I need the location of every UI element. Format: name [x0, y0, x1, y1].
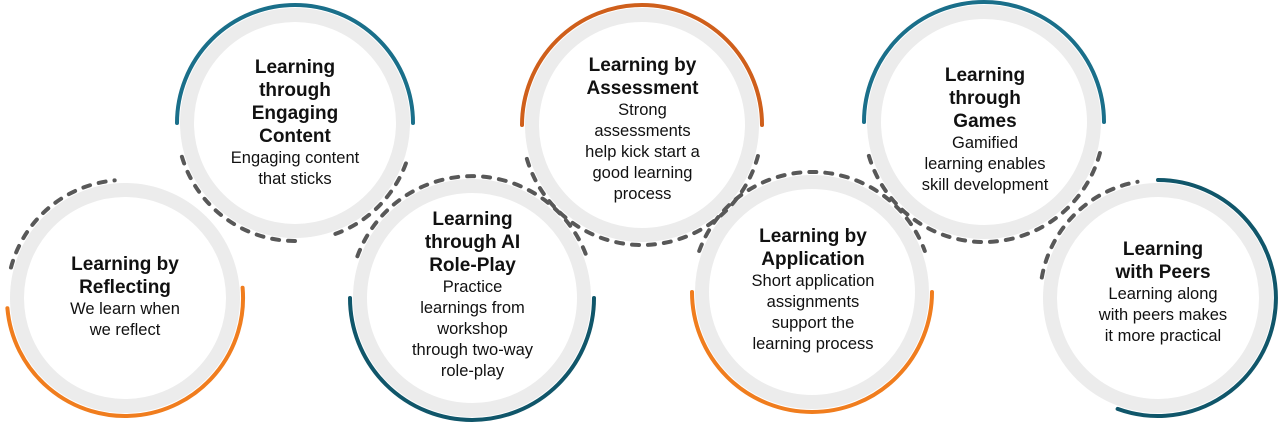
node-title: Learning by Reflecting: [71, 254, 179, 298]
dashed-connector-1: [179, 151, 297, 243]
node-engaging-content: Learning through Engaging Content Engagi…: [205, 38, 385, 208]
circle-arc-application: [690, 290, 934, 414]
circle-halo-reflecting: [10, 183, 240, 413]
node-assessment: Learning by Assessment Strong assessment…: [550, 42, 735, 217]
dashed-connectors: [9, 151, 1140, 280]
node-title: Learning by Application: [759, 225, 867, 270]
node-description: Practice learnings from workshop through…: [411, 278, 534, 380]
node-title: Learning through Engaging Content: [251, 57, 339, 147]
node-description: Short application assignments support th…: [751, 271, 875, 353]
node-description: Strong assessments help kick start a goo…: [585, 101, 700, 203]
circle-halo-peers: [1043, 183, 1273, 413]
node-games: Learning through Games Gamified learning…: [895, 50, 1075, 210]
dashed-connector-2: [333, 161, 408, 236]
node-application: Learning by Application Short applicatio…: [718, 212, 908, 367]
node-ai-role-play: Learning through AI Role-Play Practice l…: [380, 200, 565, 390]
circle-arc-games: [862, 0, 1106, 124]
circle-arc-ai-role-play: [348, 296, 596, 422]
circle-halo-ai-role-play: [353, 179, 591, 417]
dashed-connector-3: [355, 174, 589, 259]
circle-arc-peers: [1115, 178, 1278, 418]
circle-halo-application: [695, 175, 929, 409]
node-description: We learn when we reflect: [70, 300, 180, 339]
circle-arc-assessment: [520, 3, 764, 127]
dashed-connector-5: [697, 170, 927, 253]
node-reflecting: Learning by Reflecting We learn when we …: [40, 222, 210, 372]
circle-halo-assessment: [525, 8, 759, 242]
circle-halo-games: [867, 5, 1101, 239]
dashed-connector-7: [1039, 179, 1140, 280]
node-peers: Learning with Peers Learning along with …: [1068, 222, 1258, 362]
dashed-connector-6: [866, 151, 1102, 244]
circle-arc-engaging-content: [175, 3, 415, 125]
node-title: Learning through Games: [944, 65, 1026, 132]
node-title: Learning by Assessment: [586, 55, 699, 99]
circle-arc-reflecting: [5, 285, 246, 419]
node-description: Engaging content that sticks: [230, 149, 360, 188]
dashed-connector-0: [9, 178, 117, 270]
node-description: Learning along with peers makes it more …: [1098, 284, 1228, 345]
circle-halos: [10, 5, 1273, 417]
circle-halo-engaging-content: [180, 8, 410, 238]
circle-arcs: [5, 0, 1278, 422]
node-title: Learning through AI Role-Play: [424, 209, 521, 276]
node-title: Learning with Peers: [1115, 238, 1211, 283]
node-description: Gamified learning enables skill developm…: [921, 134, 1049, 194]
